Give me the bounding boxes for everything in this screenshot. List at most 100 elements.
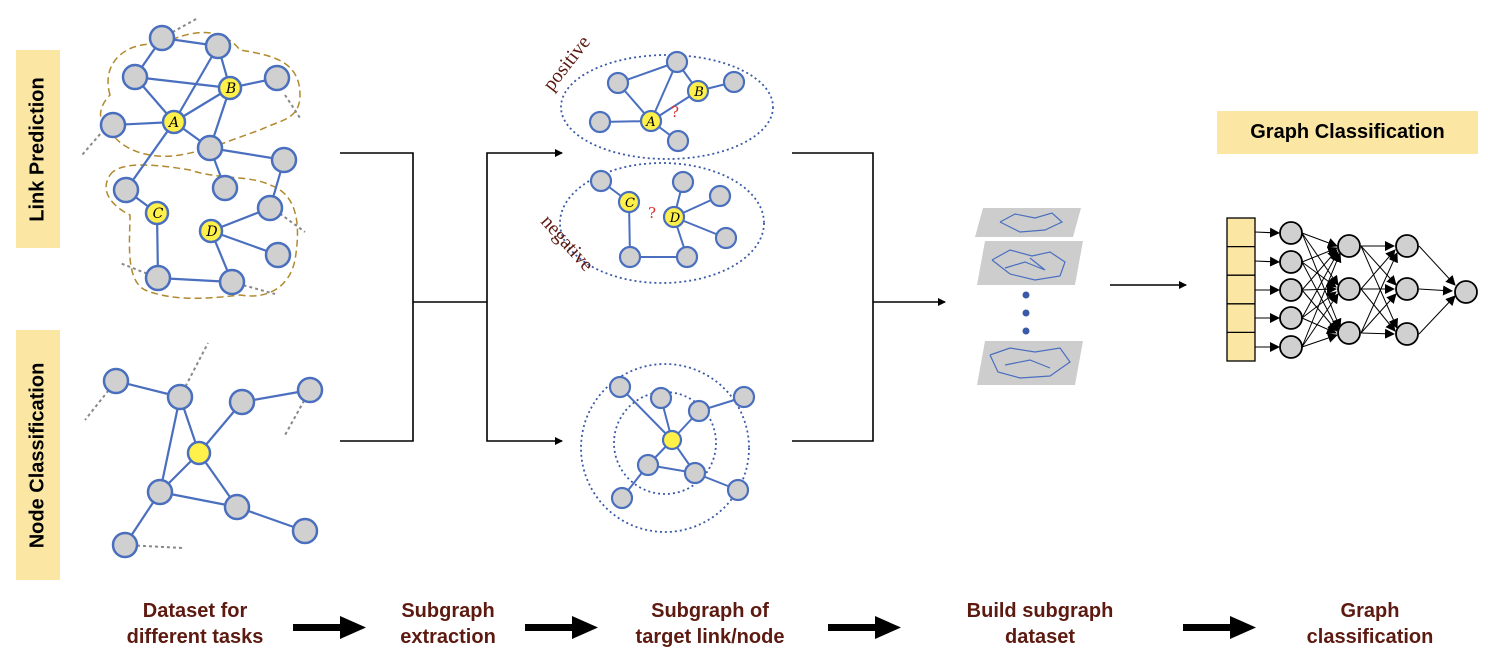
graph-node [102, 367, 130, 395]
step-dataset: Dataset for different tasks [126, 600, 264, 648]
negative-label: negative [536, 211, 598, 276]
node-a-label: A [645, 115, 655, 130]
positive-subgraph: A B ? positive [539, 32, 774, 160]
graph-node [732, 385, 756, 409]
target-node [661, 429, 683, 451]
subgraph-layer [977, 341, 1083, 385]
dashed-region-ab [99, 31, 301, 157]
nn-node [1279, 221, 1303, 245]
graph-node [714, 226, 738, 250]
pipeline-arrow [293, 616, 366, 639]
target-node [186, 440, 212, 466]
graph-node [589, 169, 613, 193]
node-b [217, 75, 243, 101]
node-d-label: D [669, 211, 681, 226]
nn-node [1279, 278, 1303, 302]
subgraph-dataset-stack [975, 208, 1083, 385]
graph-node [610, 486, 634, 510]
input-vector [1226, 217, 1256, 362]
step-subgraph-target: Subgraph of target link/node [635, 600, 785, 648]
nn-output-node [1454, 280, 1478, 304]
subgraph-layer [977, 241, 1083, 285]
connector-right [792, 152, 946, 442]
nn-node [1337, 277, 1361, 301]
question-mark: ? [648, 204, 656, 222]
graph-node [270, 146, 298, 174]
node-subgraph [580, 363, 756, 533]
neural-network [1226, 217, 1478, 362]
graph-node [666, 129, 690, 153]
nn-node [1279, 250, 1303, 274]
graph-node [683, 461, 707, 485]
graph-node [675, 245, 699, 269]
graph-node [256, 194, 284, 222]
step-graph-classification: Graph classification [1306, 600, 1434, 648]
nn-node [1395, 277, 1419, 301]
positive-label: positive [539, 32, 595, 96]
node-d-label: D [205, 224, 217, 240]
graph-node [263, 64, 291, 92]
node-c-label: C [625, 196, 635, 211]
connector-left [340, 149, 563, 445]
nn-node [1337, 321, 1361, 345]
link-prediction-label: Link Prediction [16, 50, 60, 248]
node-classification-graph [84, 342, 324, 559]
step-build-dataset: Build subgraph dataset [966, 600, 1114, 648]
nn-node [1395, 322, 1419, 346]
node-a-label: A [167, 115, 179, 131]
link-prediction-text: Link Prediction [26, 76, 49, 222]
dashed-region-cd [105, 164, 299, 300]
graph-node [608, 375, 632, 399]
graph-node [722, 70, 746, 94]
pipeline-arrow [828, 616, 901, 639]
pipeline-arrow [525, 616, 598, 639]
graph-node [223, 493, 251, 521]
graph-node [218, 268, 246, 296]
graph-node [264, 241, 292, 269]
graph-node [708, 184, 732, 208]
graph-node [687, 399, 711, 423]
graph-node [111, 531, 139, 559]
link-prediction-graph: A B C D [81, 17, 306, 300]
graph-node [649, 386, 673, 410]
node-a [639, 109, 663, 133]
graph-node [726, 478, 750, 502]
graph-node [196, 134, 224, 162]
ellipsis-dots [1022, 291, 1030, 335]
graph-node [204, 32, 232, 60]
graph-node [211, 174, 239, 202]
node-d [198, 218, 224, 244]
graph-node [228, 388, 256, 416]
node-c [617, 190, 641, 214]
graph-node [671, 170, 695, 194]
nn-node [1279, 335, 1303, 359]
node-classification-text: Node Classification [26, 362, 49, 548]
step-subgraph-extraction: Subgraph extraction [400, 600, 496, 648]
graph-node [166, 383, 194, 411]
pipeline-arrow [1183, 616, 1256, 639]
graph-node [291, 517, 319, 545]
graph-classification-label: Graph Classification [1217, 111, 1478, 154]
node-b-label: B [225, 81, 236, 97]
node-a [161, 109, 187, 135]
nn-node [1395, 234, 1419, 258]
graph-node [112, 176, 140, 204]
node-b [686, 79, 710, 103]
graph-node [148, 24, 176, 52]
graph-node [618, 245, 642, 269]
node-classification-label: Node Classification [16, 330, 60, 580]
graph-node [588, 110, 612, 134]
graph-node [606, 71, 630, 95]
subgraph-layer [975, 208, 1081, 237]
graph-node [296, 376, 324, 404]
nn-node [1337, 234, 1361, 258]
node-c [144, 200, 170, 226]
node-b-label: B [693, 85, 704, 100]
graph-node [121, 63, 149, 91]
question-mark: ? [671, 103, 679, 121]
graph-node [146, 478, 174, 506]
graph-node [636, 453, 660, 477]
negative-subgraph: C D ? negative [536, 162, 765, 284]
graph-node [99, 111, 127, 139]
